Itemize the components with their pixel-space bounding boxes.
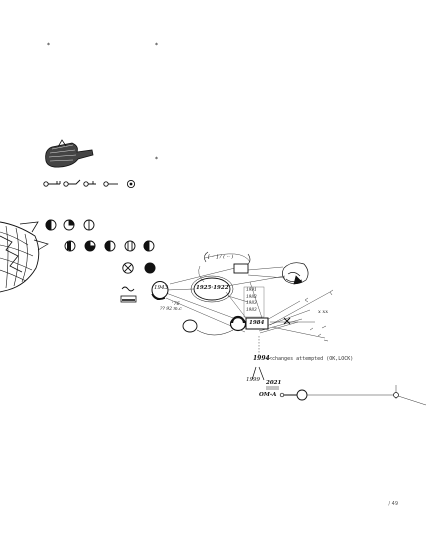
target-glyph: ◎ (127, 190, 128, 191)
key-icons-row (43, 179, 118, 187)
timeline (279, 385, 426, 406)
annotation-76: '76 (172, 301, 180, 307)
node-1984-cluster (229, 315, 269, 332)
star-mark-2: * (155, 42, 158, 49)
node-1925 (190, 275, 234, 303)
diagram-bracket (204, 251, 251, 265)
annotation-1999: 1999 (246, 377, 260, 383)
phase-icons-row-1 (45, 219, 95, 231)
fork-lines (251, 366, 265, 381)
annotation-2021: 2021 (266, 380, 282, 386)
node-1943 (151, 281, 169, 301)
star-mark-3: * (155, 156, 158, 163)
arrow-marks (304, 289, 334, 342)
page-number: / 49 (388, 501, 398, 507)
x-mark-icon (283, 317, 291, 325)
hand-drawing-icon (45, 139, 94, 168)
annotation-list: 1991 1983 1983 1983 (246, 287, 257, 312)
globe-sketch (0, 221, 49, 293)
filled-circle-icon (144, 262, 156, 274)
block-icon (120, 295, 137, 303)
annotation-small-note: ?? 92 m.c (160, 307, 182, 312)
node-box-top (233, 263, 249, 274)
changes-note: <<changes attempted (OK,LOCK) (266, 356, 354, 362)
node-small-left (182, 319, 234, 336)
star-mark-1: * (47, 42, 50, 49)
annotation-1943: 1943 (154, 285, 168, 291)
diagram-lines (165, 253, 331, 339)
wave-icon (121, 286, 135, 292)
phase-icons-row-2 (64, 240, 155, 252)
annotation-1925-1922: 1925·1922 (196, 285, 229, 291)
annotation-side-mark: x xx (318, 309, 329, 315)
timeline-node-label: OM-A (259, 392, 277, 398)
node-scribble-top-right (282, 262, 309, 285)
annotation-1994: 1994 (253, 355, 270, 362)
cross-circle-icon (122, 262, 134, 274)
node-list-box (243, 286, 265, 318)
annotation-1984: 1984 (249, 320, 265, 326)
annotation-sketch-top: [ ·· ] / ( ·· ) (208, 254, 234, 260)
target-icon (126, 179, 136, 189)
underline-2021 (266, 386, 279, 390)
